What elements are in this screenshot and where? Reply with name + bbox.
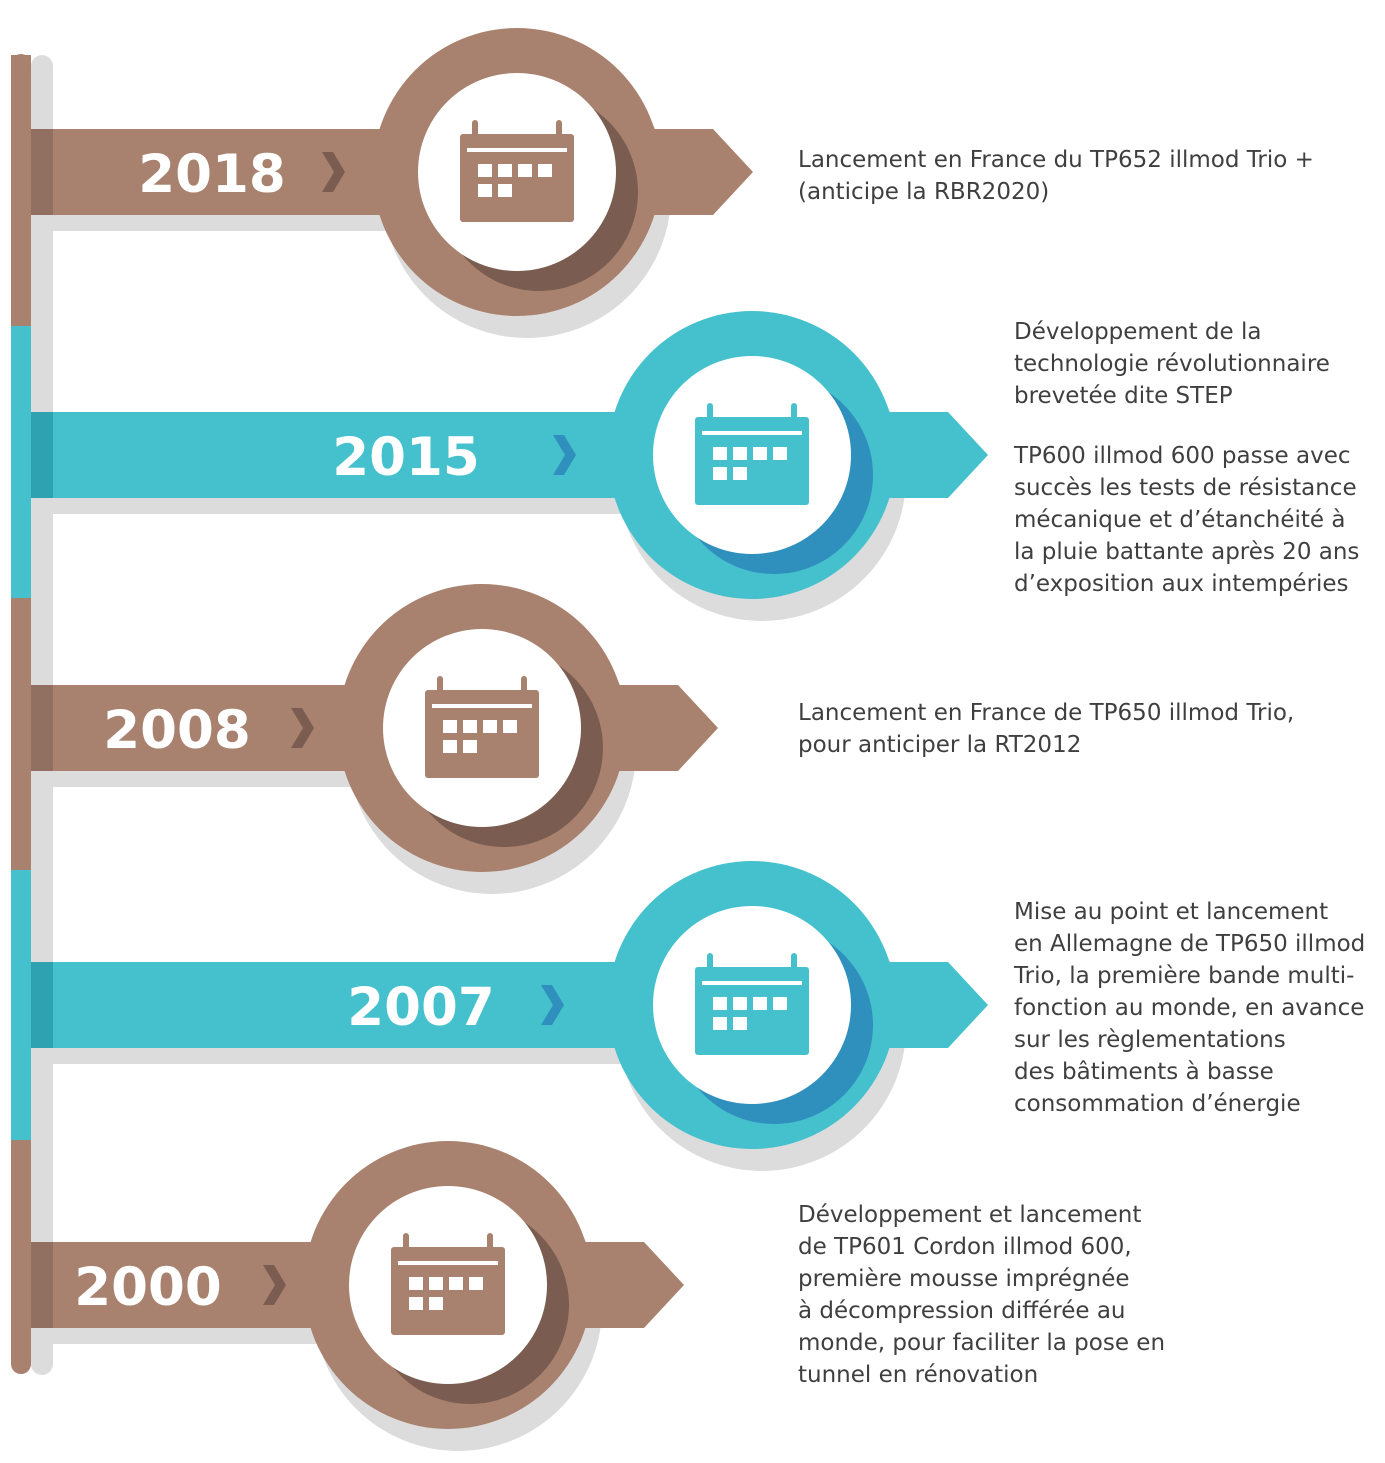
entry-band-joint-2015 <box>31 412 53 498</box>
calendar-ring-left <box>472 120 478 140</box>
calendar-day-cell <box>538 164 552 177</box>
calendar-ring-right <box>487 1233 493 1253</box>
calendar-day-cell <box>503 720 517 733</box>
spine-segment-2018 <box>11 55 31 336</box>
calendar-header-line <box>398 1261 498 1265</box>
calendar-ring-left <box>437 676 443 696</box>
description-2018: Lancement en France du TP652 illmod Trio… <box>798 144 1378 208</box>
calendar-header-line <box>702 431 802 435</box>
calendar-day-cell <box>733 467 747 480</box>
calendar-day-cell <box>463 740 477 753</box>
calendar-day-cell <box>773 997 787 1010</box>
calendar-icon <box>695 403 809 505</box>
calendar-day-cell <box>409 1297 423 1310</box>
calendar-day-cell <box>753 997 767 1010</box>
description-2007: Mise au point et lancement en Allemagne … <box>1014 896 1382 1120</box>
calendar-day-cell <box>713 997 727 1010</box>
calendar-ring-right <box>791 953 797 973</box>
calendar-icon <box>391 1233 505 1335</box>
calendar-ring-left <box>707 953 713 973</box>
calendar-icon <box>425 676 539 778</box>
entry-band-joint-2007 <box>31 962 53 1048</box>
chevron-right-icon <box>291 708 314 748</box>
calendar-icon <box>695 953 809 1055</box>
description-2007-text: Mise au point et lancement en Allemagne … <box>1014 899 1366 1117</box>
calendar-day-cell <box>449 1277 463 1290</box>
timeline-entry-2015: 2015 <box>31 311 988 621</box>
year-label-2015: 2015 <box>332 427 480 488</box>
spine-segment-2000 <box>11 1140 31 1365</box>
description-2008: Lancement en France de TP650 illmod Trio… <box>798 697 1378 761</box>
calendar-body <box>391 1247 505 1335</box>
spine-segment-2008 <box>11 598 31 870</box>
chevron-right-icon <box>541 985 564 1025</box>
spine-segment-2007 <box>11 870 31 1140</box>
description-2000-text: Développement et lancement de TP601 Cord… <box>798 1202 1166 1388</box>
calendar-day-cell <box>518 164 532 177</box>
description-2000: Développement et lancement de TP601 Cord… <box>798 1199 1218 1391</box>
calendar-body <box>695 967 809 1055</box>
calendar-body <box>425 690 539 778</box>
year-label-2000: 2000 <box>74 1257 222 1318</box>
calendar-day-cell <box>733 997 747 1010</box>
calendar-day-cell <box>483 720 497 733</box>
calendar-day-cell <box>733 1017 747 1030</box>
calendar-day-cell <box>409 1277 423 1290</box>
spine-top-cap <box>11 54 31 74</box>
spine-segment-2015 <box>11 326 31 598</box>
year-label-2007: 2007 <box>347 977 495 1038</box>
entry-band-joint-2018 <box>31 129 53 215</box>
calendar-header-line <box>702 981 802 985</box>
spine-bottom-cap <box>11 1354 31 1374</box>
year-label-2008: 2008 <box>103 700 251 761</box>
calendar-header-line <box>432 704 532 708</box>
calendar-day-cell <box>443 720 457 733</box>
calendar-day-cell <box>478 164 492 177</box>
calendar-day-cell <box>753 447 767 460</box>
timeline-entries: 2018 2015 2008 2007 2000 <box>31 28 988 1451</box>
calendar-ring-left <box>707 403 713 423</box>
calendar-day-cell <box>478 184 492 197</box>
calendar-header-line <box>467 148 567 152</box>
timeline-entry-2000: 2000 <box>31 1141 684 1451</box>
calendar-day-cell <box>733 447 747 460</box>
calendar-body <box>460 134 574 222</box>
year-label-2018: 2018 <box>138 144 286 205</box>
chevron-right-icon <box>322 152 345 192</box>
calendar-day-cell <box>713 447 727 460</box>
entry-band-joint-2000 <box>31 1242 53 1328</box>
chevron-right-icon <box>263 1265 286 1305</box>
calendar-day-cell <box>773 447 787 460</box>
calendar-body <box>695 417 809 505</box>
entry-band-joint-2008 <box>31 685 53 771</box>
timeline-entry-2008: 2008 <box>31 584 718 894</box>
calendar-day-cell <box>443 740 457 753</box>
description-2008-text: Lancement en France de TP650 illmod Trio… <box>798 700 1295 758</box>
calendar-day-cell <box>498 164 512 177</box>
calendar-icon <box>460 120 574 222</box>
calendar-ring-left <box>403 1233 409 1253</box>
description-2018-text: Lancement en France du TP652 illmod Trio… <box>798 147 1314 205</box>
calendar-day-cell <box>713 1017 727 1030</box>
calendar-ring-right <box>521 676 527 696</box>
description-2015: Développement de la technologie révoluti… <box>1014 316 1382 600</box>
calendar-day-cell <box>469 1277 483 1290</box>
calendar-day-cell <box>429 1297 443 1310</box>
description-2015-text-2: TP600 illmod 600 passe avec succès les t… <box>1014 443 1360 597</box>
calendar-day-cell <box>463 720 477 733</box>
calendar-ring-right <box>791 403 797 423</box>
description-2015-text-1: Développement de la technologie révoluti… <box>1014 319 1330 409</box>
calendar-day-cell <box>498 184 512 197</box>
timeline-entry-2018: 2018 <box>31 28 753 338</box>
chevron-right-icon <box>553 435 576 475</box>
timeline-entry-2007: 2007 <box>31 861 988 1171</box>
calendar-day-cell <box>429 1277 443 1290</box>
calendar-day-cell <box>713 467 727 480</box>
calendar-ring-right <box>556 120 562 140</box>
